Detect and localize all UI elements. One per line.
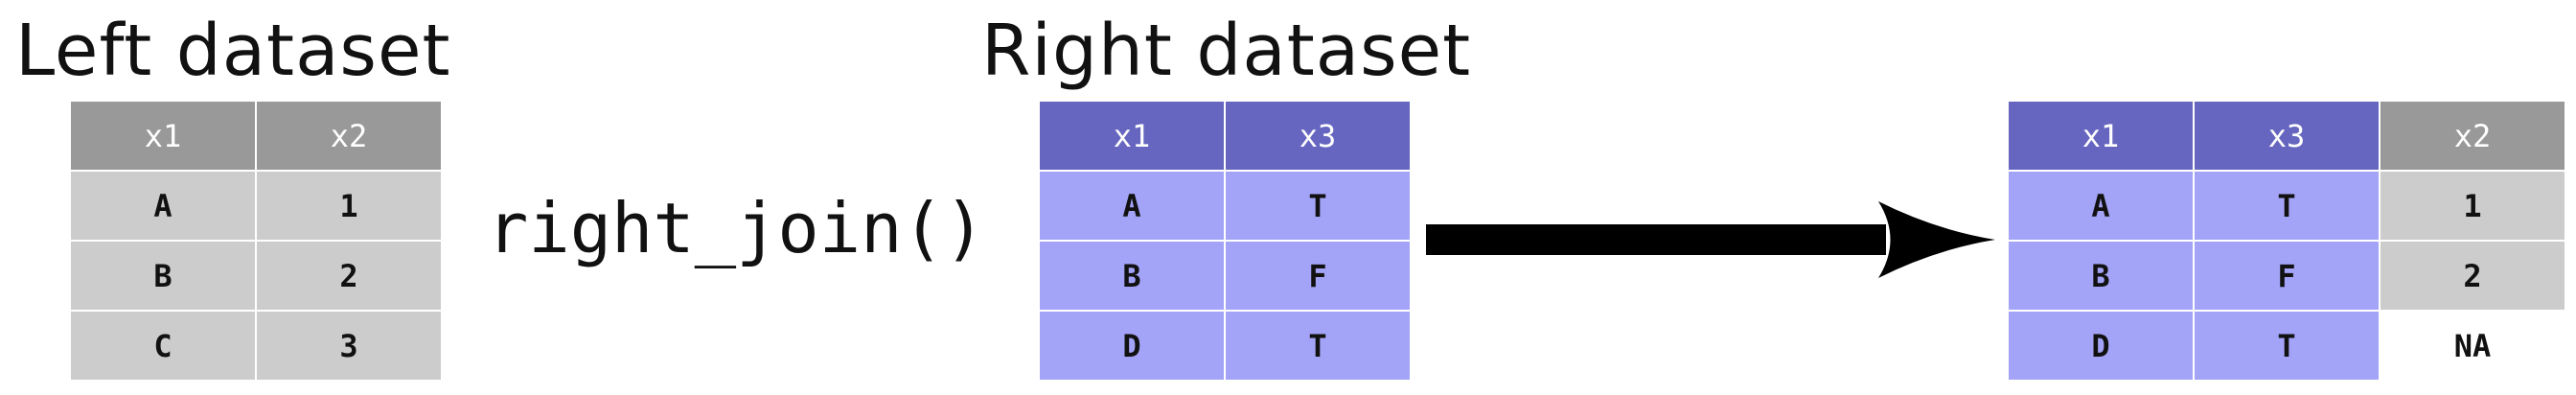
- right-dataset-table: x1 x3 A T B F D T: [1038, 100, 1412, 382]
- left-dataset-title: Left dataset: [15, 10, 451, 92]
- column-header-x3: x3: [1224, 100, 1412, 172]
- column-header-x3: x3: [2193, 100, 2380, 172]
- table-header-row: x1 x2: [69, 100, 443, 172]
- column-header-x2: x2: [255, 100, 443, 172]
- table-cell: B: [69, 240, 257, 312]
- table-cell: T: [2193, 170, 2380, 242]
- table-cell-na: NA: [2379, 310, 2566, 382]
- result-dataset-table: x1 x3 x2 A T 1 B F 2 D T NA: [2007, 100, 2566, 382]
- table-cell: 3: [255, 310, 443, 382]
- function-label: right_join(): [487, 188, 986, 268]
- table-row: C 3: [69, 310, 443, 382]
- column-header-x1: x1: [2007, 100, 2195, 172]
- table-cell: D: [2007, 310, 2195, 382]
- table-cell: T: [2193, 310, 2380, 382]
- table-cell: C: [69, 310, 257, 382]
- table-cell: 2: [255, 240, 443, 312]
- table-row: A T 1: [2007, 170, 2566, 242]
- arrow-head: [1878, 201, 1995, 278]
- table-cell: T: [1224, 170, 1412, 242]
- table-row: D T: [1038, 310, 1412, 382]
- table-cell: 2: [2379, 240, 2566, 312]
- table-row: A T: [1038, 170, 1412, 242]
- left-dataset-table: x1 x2 A 1 B 2 C 3: [69, 100, 443, 382]
- table-cell: 1: [2379, 170, 2566, 242]
- column-header-x2: x2: [2379, 100, 2566, 172]
- table-cell: F: [2193, 240, 2380, 312]
- table-cell: B: [1038, 240, 1226, 312]
- table-cell: A: [2007, 170, 2195, 242]
- table-row: D T NA: [2007, 310, 2566, 382]
- table-row: A 1: [69, 170, 443, 242]
- table-cell: T: [1224, 310, 1412, 382]
- column-header-x1: x1: [69, 100, 257, 172]
- join-arrow-icon: [1426, 201, 1995, 278]
- table-cell: A: [1038, 170, 1226, 242]
- table-cell: 1: [255, 170, 443, 242]
- table-row: B F: [1038, 240, 1412, 312]
- table-row: B F 2: [2007, 240, 2566, 312]
- table-cell: B: [2007, 240, 2195, 312]
- table-header-row: x1 x3 x2: [2007, 100, 2566, 172]
- table-cell: A: [69, 170, 257, 242]
- table-cell: D: [1038, 310, 1226, 382]
- table-row: B 2: [69, 240, 443, 312]
- right-dataset-title: Right dataset: [981, 10, 1472, 92]
- table-header-row: x1 x3: [1038, 100, 1412, 172]
- table-cell: F: [1224, 240, 1412, 312]
- arrow-shaft: [1426, 224, 1886, 255]
- column-header-x1: x1: [1038, 100, 1226, 172]
